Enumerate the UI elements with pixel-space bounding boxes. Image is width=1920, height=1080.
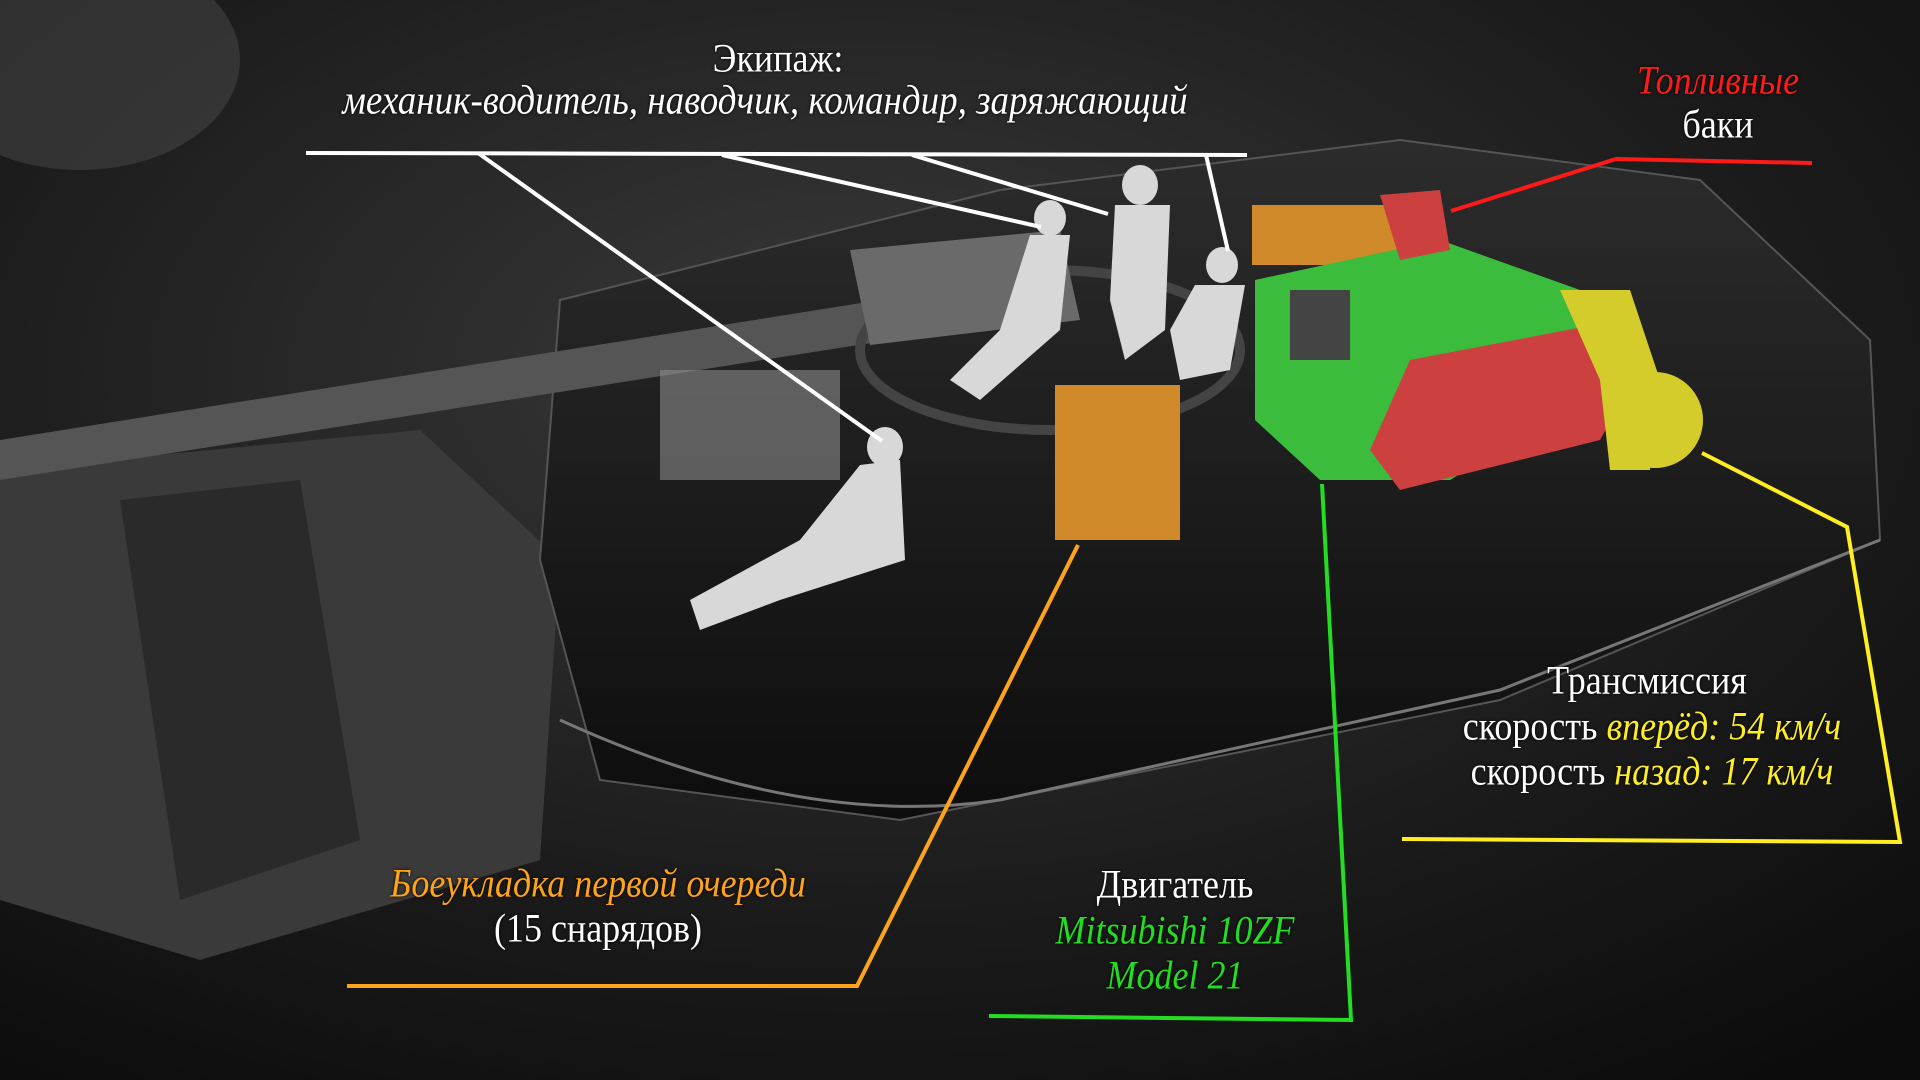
fuel-tank-upper — [1380, 190, 1450, 260]
crew-line — [305, 151, 1248, 157]
transmission-reverse: скорость назад: 17 км/ч — [1471, 751, 1834, 791]
ammo-title: Боеукладка первой очереди — [390, 860, 806, 906]
engine-title: Двигатель — [1096, 861, 1254, 907]
crew-figures — [690, 165, 1245, 630]
transmission-forward: скорость вперёд: 54 км/ч — [1463, 706, 1841, 746]
track-outline — [559, 538, 1881, 808]
ammo-rack-gray — [660, 370, 840, 480]
engine-box — [1290, 290, 1350, 360]
gun-barrel — [0, 300, 890, 480]
fuel-label-line1: Топливные — [1636, 57, 1800, 103]
ammo-line — [347, 544, 1080, 988]
forward-prefix: скорость — [1462, 703, 1607, 749]
callout-lines — [305, 151, 1903, 1023]
crew-line-gunner — [721, 153, 1042, 229]
ammo-count: (15 снарядов) — [493, 905, 703, 951]
reverse-prefix: скорость — [1470, 748, 1615, 794]
fuel-label-line2: баки — [1682, 101, 1754, 147]
crew-line-commander — [911, 153, 1109, 216]
transmission-line — [1401, 451, 1903, 845]
crew-line-driver — [476, 151, 884, 443]
fuel-line — [1450, 156, 1813, 213]
transmission-title: Трансмиссия — [1547, 657, 1747, 703]
engine-model-line2: Model 21 — [1106, 952, 1244, 998]
engine-model-line1: Mitsubishi 10ZF — [1055, 907, 1295, 953]
crew-line-loader — [1204, 154, 1230, 252]
reverse-speed: назад: 17 км/ч — [1614, 748, 1834, 794]
crew-members: механик-водитель, наводчик, командир, за… — [342, 77, 1188, 124]
transmission-drive — [1607, 372, 1703, 468]
crew-title: Экипаж: — [712, 35, 844, 81]
forward-speed: вперёд: 54 км/ч — [1606, 703, 1842, 749]
ramp-plate — [120, 480, 360, 900]
light-spot — [0, 0, 240, 170]
engine-line — [988, 483, 1354, 1023]
fuel-tank-module — [1370, 320, 1650, 490]
